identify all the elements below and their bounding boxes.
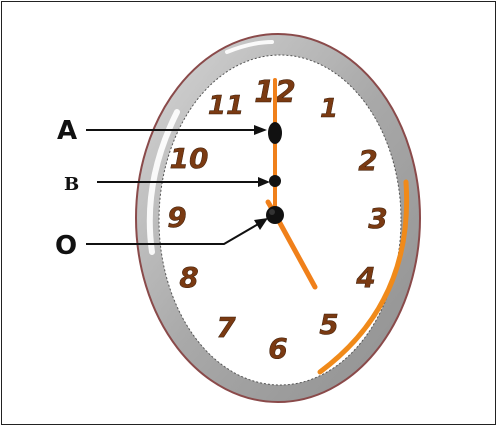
clock-hands [265,78,318,290]
figure-frame: 12 1 2 3 4 5 6 7 8 9 10 11 A B O [1,1,496,425]
pivot-o-inner [269,209,275,215]
label-b: B [64,174,79,195]
numeral-6: 6 [268,332,287,365]
pivot-o [266,206,284,224]
numeral-2: 2 [358,144,377,177]
label-o: O [55,231,77,261]
point-a-marker [268,122,282,144]
numeral-3: 3 [368,202,387,235]
arrow-o [86,222,261,245]
point-b-marker [269,175,281,187]
numeral-7: 7 [216,311,236,344]
numeral-1: 1 [320,94,338,124]
numeral-4: 4 [355,261,375,294]
numeral-8: 8 [179,261,198,294]
numeral-9: 9 [167,201,186,234]
numeral-11: 11 [208,91,244,121]
annotation-arrows [86,125,270,245]
numeral-10: 10 [170,142,209,175]
hour-hand [272,211,318,290]
label-a: A [57,116,77,146]
numeral-5: 5 [319,308,338,341]
